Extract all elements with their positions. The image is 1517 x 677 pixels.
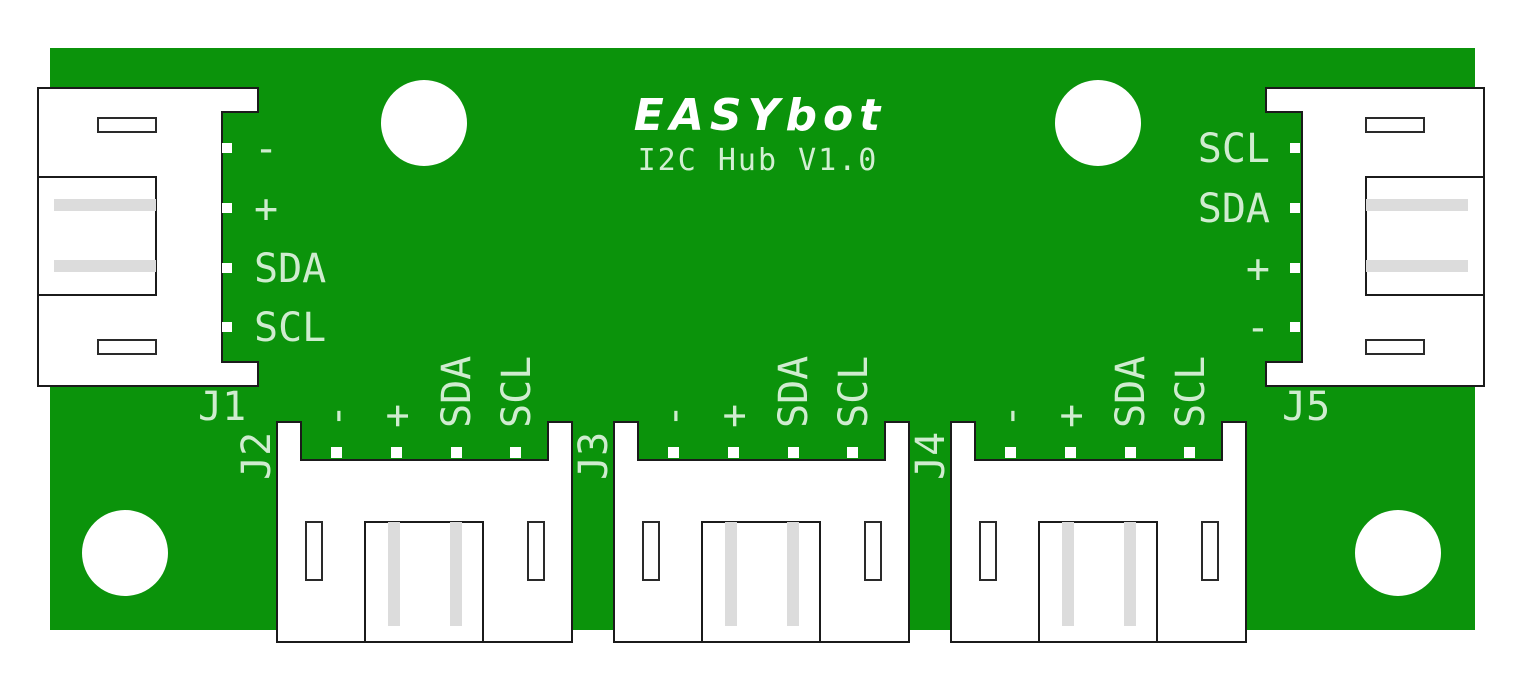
ref-label-j2: J2 [234,432,280,480]
pad-j3-2 [728,447,739,458]
pad-j2-2 [391,447,402,458]
brand-logo: EASYbot [634,90,886,141]
pad-j4-4 [1184,447,1195,458]
pin-label-j5-scl: SCL [1198,126,1270,172]
pin-label-j3-scl: SCL [831,356,877,428]
pad-j2-1 [331,447,342,458]
pad-j5-3 [1290,263,1300,273]
ref-label-j1: J1 [198,384,246,430]
mounting-hole-top-left [381,80,467,166]
pad-j4-3 [1125,447,1136,458]
mounting-hole-bottom-right [1355,510,1441,596]
pad-j1-2 [222,203,232,213]
connector-j4 [950,421,1247,643]
pin-label-j1-minus: - [254,126,278,172]
ref-label-j4: J4 [908,432,954,480]
pad-j5-2 [1290,203,1300,213]
pad-j4-1 [1005,447,1016,458]
pin-label-j2-scl: SCL [494,356,540,428]
pin-label-j4-minus: - [988,404,1034,428]
pin-label-j1-plus: + [254,186,278,232]
pad-j1-1 [222,143,232,153]
pin-label-j4-plus: + [1048,404,1094,428]
pin-label-j5-minus: - [1246,305,1270,351]
board-title: I2C Hub V1.0 [638,143,879,178]
pin-label-j1-sda: SDA [254,246,326,292]
pad-j2-3 [451,447,462,458]
connector-j1 [37,87,259,387]
pad-j2-4 [510,447,521,458]
ref-label-j3: J3 [571,432,617,480]
mounting-hole-top-right [1055,80,1141,166]
pad-j3-1 [668,447,679,458]
pin-label-j5-sda: SDA [1198,186,1270,232]
pad-j5-1 [1290,143,1300,153]
pin-label-j1-scl: SCL [254,305,326,351]
pin-label-j4-sda: SDA [1108,356,1154,428]
pin-label-j3-sda: SDA [771,356,817,428]
pad-j1-3 [222,263,232,273]
connector-j5 [1265,87,1485,387]
pin-label-j2-sda: SDA [434,356,480,428]
pin-label-j2-plus: + [374,404,420,428]
pin-label-j5-plus: + [1246,246,1270,292]
pin-label-j3-minus: - [651,404,697,428]
pin-label-j4-scl: SCL [1168,356,1214,428]
pad-j4-2 [1065,447,1076,458]
pad-j5-4 [1290,322,1300,332]
connector-j2 [276,421,573,643]
pin-label-j3-plus: + [711,404,757,428]
pin-label-j2-minus: - [314,404,360,428]
ref-label-j5: J5 [1282,384,1330,430]
pad-j3-4 [847,447,858,458]
mounting-hole-bottom-left [82,510,168,596]
pad-j3-3 [788,447,799,458]
pad-j1-4 [222,322,232,332]
connector-j3 [613,421,910,643]
